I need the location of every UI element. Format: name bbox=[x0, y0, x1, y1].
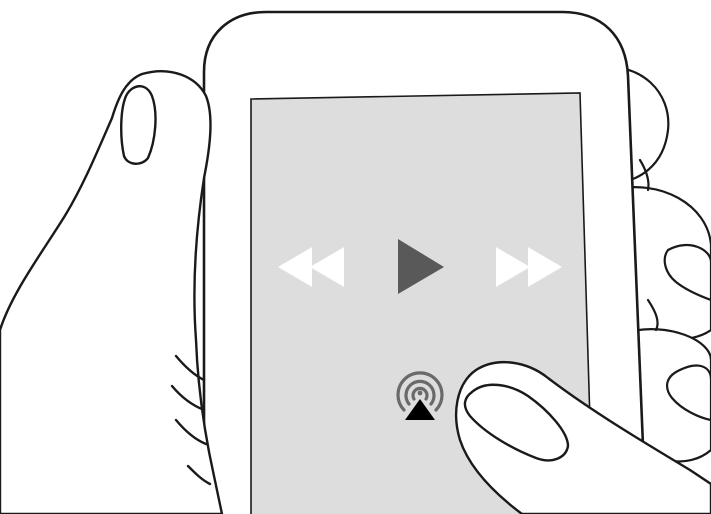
play-button[interactable] bbox=[392, 232, 448, 302]
left-thumb-nail bbox=[121, 86, 155, 164]
fast-forward-button[interactable] bbox=[490, 238, 570, 298]
rewind-button[interactable] bbox=[270, 238, 350, 298]
left-hand bbox=[0, 71, 222, 514]
left-palm bbox=[0, 71, 222, 514]
